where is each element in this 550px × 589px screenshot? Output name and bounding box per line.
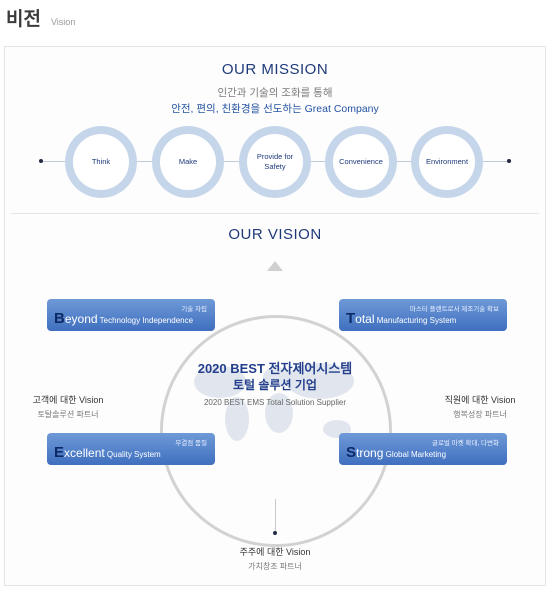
vision-ring — [160, 315, 392, 547]
vision-box-beyond: 기술 자립 Beyond Technology Independence — [47, 299, 215, 331]
customer-vision-sub: 토탈솔루션 파트너 — [37, 410, 99, 419]
box-word: eyond — [64, 312, 98, 326]
box-title: Total Manufacturing System — [346, 310, 456, 327]
mission-ring-environment: Environment — [411, 126, 483, 198]
box-rest: Quality System — [104, 450, 161, 459]
mission-ring-think: Think — [65, 126, 137, 198]
ring-arrow-icon — [267, 261, 283, 271]
mission-item-label: Convenience — [333, 134, 389, 190]
mission-line-2: 안전, 편의, 친환경을 선도하는 Great Company — [171, 103, 379, 115]
vision-box-total: 마스터 플랜트로서 제조기술 확보 Total Manufacturing Sy… — [339, 299, 507, 331]
mission-ring-make: Make — [152, 126, 224, 198]
employee-vision-sub: 행복성장 파트너 — [453, 410, 507, 419]
mission-item-label: Make — [160, 134, 216, 190]
page-header: 비전 Vision — [6, 4, 75, 30]
box-caption: 기술 자립 — [181, 306, 207, 313]
customer-vision: 고객에 대한 Vision 토탈솔루션 파트너 — [13, 393, 123, 420]
customer-vision-label: 고객에 대한 Vision — [32, 395, 104, 405]
box-word: otal — [355, 312, 375, 326]
mission-ring-convenience: Convenience — [325, 126, 397, 198]
axis-dot-left — [39, 159, 43, 163]
box-initial: T — [346, 310, 356, 327]
shareholder-vision: 주주에 대한 Vision 가치창조 파트너 — [215, 545, 335, 572]
shareholder-vision-sub: 가치창조 파트너 — [248, 562, 302, 571]
mission-ring-safety: Provide for Safety — [239, 126, 311, 198]
page-subtitle: Vision — [50, 17, 76, 27]
box-initial: E — [54, 444, 65, 461]
box-word: trong — [356, 446, 384, 460]
box-rest: Technology Independence — [97, 316, 194, 325]
vision-panel: OUR MISSION 인간과 기술의 조화를 통해 안전, 편의, 친환경을 … — [4, 46, 546, 586]
box-rest: Manufacturing System — [374, 316, 457, 325]
vision-box-strong: 글로벌 마켓 확대, 다변화 Strong Global Marketing — [339, 433, 507, 465]
shareholder-dot — [273, 531, 277, 535]
box-title: Beyond Technology Independence — [54, 310, 193, 327]
vision-slogan-line-2: 토털 솔루션 기업 — [233, 378, 317, 392]
page-title: 비전 — [6, 9, 41, 30]
mission-item-label: Provide for Safety — [247, 134, 303, 190]
box-caption: 글로벌 마켓 확대, 다변화 — [431, 440, 499, 447]
box-title: Excellent Quality System — [54, 444, 161, 461]
mission-line-1: 인간과 기술의 조화를 통해 — [217, 87, 333, 99]
shareholder-vision-label: 주주에 대한 Vision — [239, 547, 311, 557]
box-word: xcellent — [64, 446, 105, 460]
world-map-icon — [194, 363, 354, 441]
box-rest: Global Marketing — [383, 450, 447, 459]
mission-item-label: Think — [73, 134, 129, 190]
section-divider — [11, 213, 539, 214]
box-title: Strong Global Marketing — [346, 444, 446, 461]
vision-box-excellent: 무결점 품질 Excellent Quality System — [47, 433, 215, 465]
employee-vision-label: 직원에 대한 Vision — [444, 395, 516, 405]
box-initial: B — [54, 310, 65, 327]
mission-heading: OUR MISSION — [221, 61, 329, 78]
axis-dot-right — [507, 159, 511, 163]
vision-slogan-english: 2020 BEST EMS Total Solution Supplier — [203, 398, 346, 407]
box-caption: 무결점 품질 — [175, 440, 207, 447]
employee-vision: 직원에 대한 Vision 행복성장 파트너 — [421, 393, 539, 420]
box-initial: S — [346, 444, 357, 461]
vision-slogan-line-1: 2020 BEST 전자제어시스템 — [197, 361, 353, 376]
box-caption: 마스터 플랜트로서 제조기술 확보 — [409, 306, 499, 313]
vision-heading: OUR VISION — [228, 226, 322, 243]
shareholder-connector-line — [275, 499, 276, 533]
mission-item-label: Environment — [419, 134, 475, 190]
